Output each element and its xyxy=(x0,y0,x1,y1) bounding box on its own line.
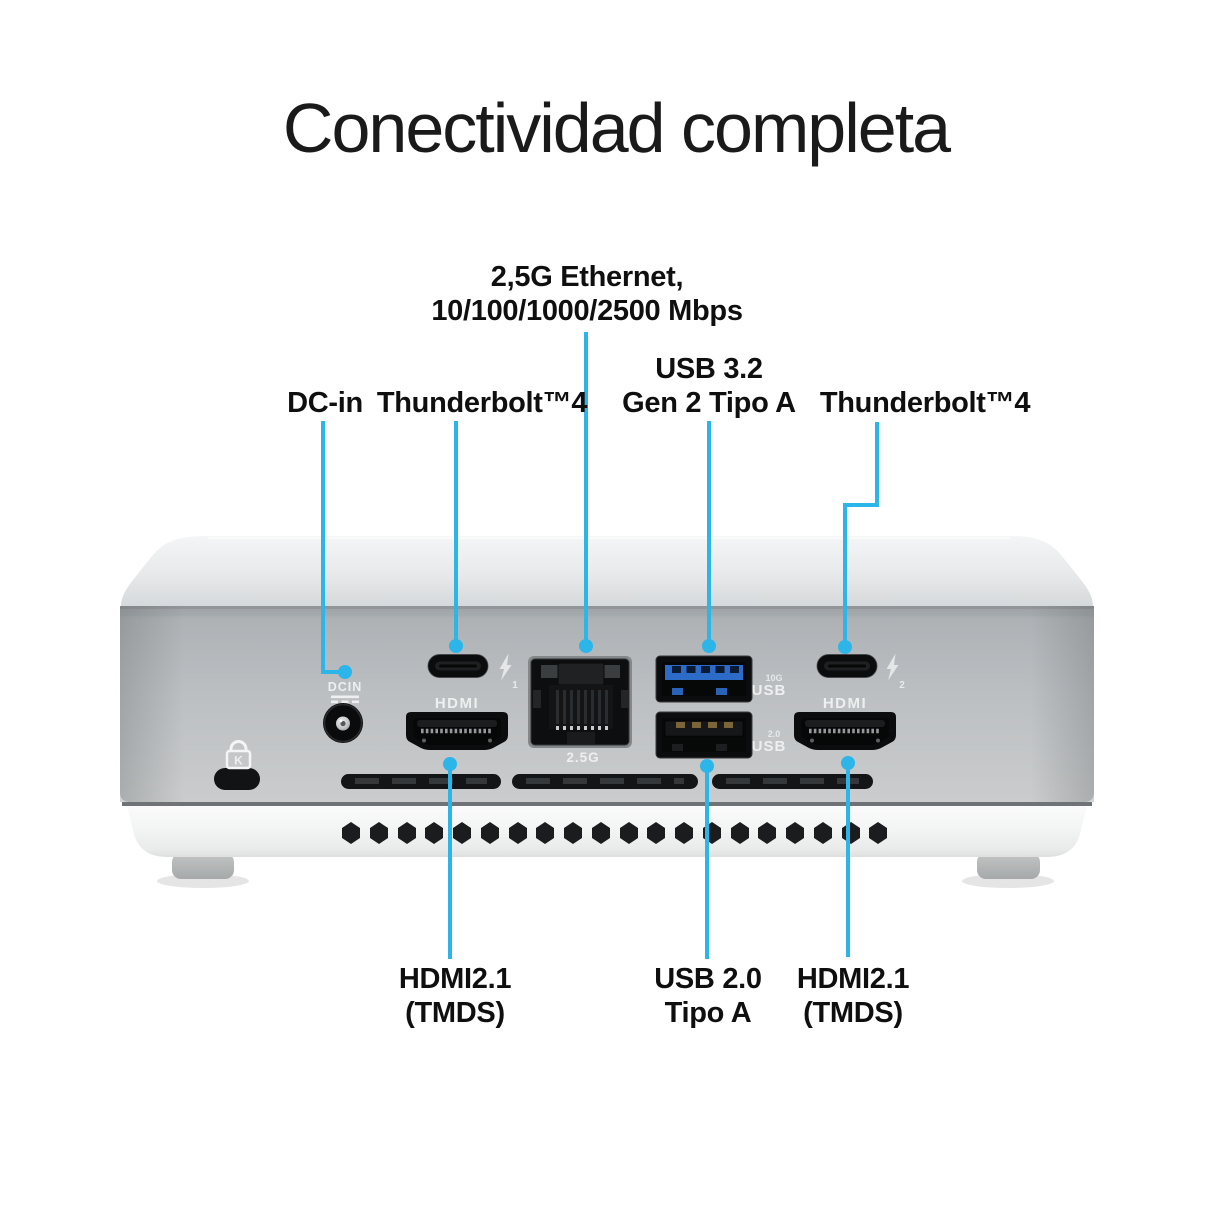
ethernet-speed-marking: 2.5G xyxy=(566,750,599,765)
kensington-letter: K xyxy=(234,754,243,768)
label-hdmi-right-line2: (TMDS) xyxy=(803,997,903,1029)
thunderbolt-1-number: 1 xyxy=(512,680,518,691)
kensington-lock-slot: K xyxy=(214,740,260,790)
label-usb20-line2: Tipo A xyxy=(664,997,752,1029)
thunderbolt-port-1: 1 xyxy=(427,653,518,691)
label-hdmi-left-line1: HDMI2.1 xyxy=(398,963,512,995)
chassis-seam xyxy=(122,802,1092,806)
label-hdmi-right-line1: HDMI2.1 xyxy=(796,963,910,995)
usb32-marking: USB xyxy=(752,682,787,699)
label-thunderbolt-left: Thunderbolt™4 xyxy=(376,387,588,419)
label-ethernet-line2: 10/100/1000/2500 Mbps xyxy=(431,295,743,327)
usb20-marking: USB xyxy=(752,738,787,755)
label-ethernet: 2,5G Ethernet, 10/100/1000/2500 Mbps xyxy=(431,260,743,328)
label-hdmi-right: HDMI2.1 (TMDS) xyxy=(796,962,910,1030)
ground-shadow xyxy=(157,874,1054,888)
page-title: Conectividad completa xyxy=(282,89,951,167)
usb20-port: 2.0 USB xyxy=(655,711,787,759)
kensington-lock-icon: K xyxy=(225,740,252,770)
label-ethernet-line1: 2,5G Ethernet, xyxy=(490,261,684,293)
callout-line-thunderbolt-2 xyxy=(843,422,879,645)
callout-lines xyxy=(321,332,879,959)
label-usb20-line1: USB 2.0 xyxy=(654,963,762,995)
hdmi-left-marking: HDMI xyxy=(435,695,479,712)
thunderbolt-port-2: 2 xyxy=(816,653,905,691)
label-dc-in: DC-in xyxy=(287,387,363,419)
rubber-feet xyxy=(172,853,1040,879)
callout-line-dc-in xyxy=(321,421,340,674)
top-face xyxy=(121,536,1093,606)
dc-in-marking: DCIN xyxy=(328,680,363,694)
usb32-port: 10G USB xyxy=(655,655,787,703)
dc-in-port: DCIN xyxy=(323,680,363,743)
label-usb20: USB 2.0 Tipo A xyxy=(654,962,762,1030)
usb32-speed-marking: 10G xyxy=(765,673,782,683)
dc-symbol-icon xyxy=(331,695,359,704)
hdmi-port-right: HDMI xyxy=(794,695,896,750)
label-thunderbolt-right: Thunderbolt™4 xyxy=(819,387,1031,419)
ethernet-port: 2.5G xyxy=(528,656,632,765)
usb20-speed-marking: 2.0 xyxy=(768,729,781,739)
thunderbolt-2-number: 2 xyxy=(899,680,905,691)
label-hdmi-left: HDMI2.1 (TMDS) xyxy=(398,962,512,1030)
label-usb32-line2: Gen 2 Tipo A xyxy=(622,387,796,419)
label-usb32-line1: USB 3.2 xyxy=(655,353,763,385)
callout-dots xyxy=(338,639,855,773)
hdmi-port-left: HDMI xyxy=(406,695,508,750)
vent-slots xyxy=(341,774,873,789)
hdmi-right-marking: HDMI xyxy=(823,695,867,712)
label-hdmi-left-line2: (TMDS) xyxy=(405,997,505,1029)
label-usb32: USB 3.2 Gen 2 Tipo A xyxy=(622,352,796,420)
